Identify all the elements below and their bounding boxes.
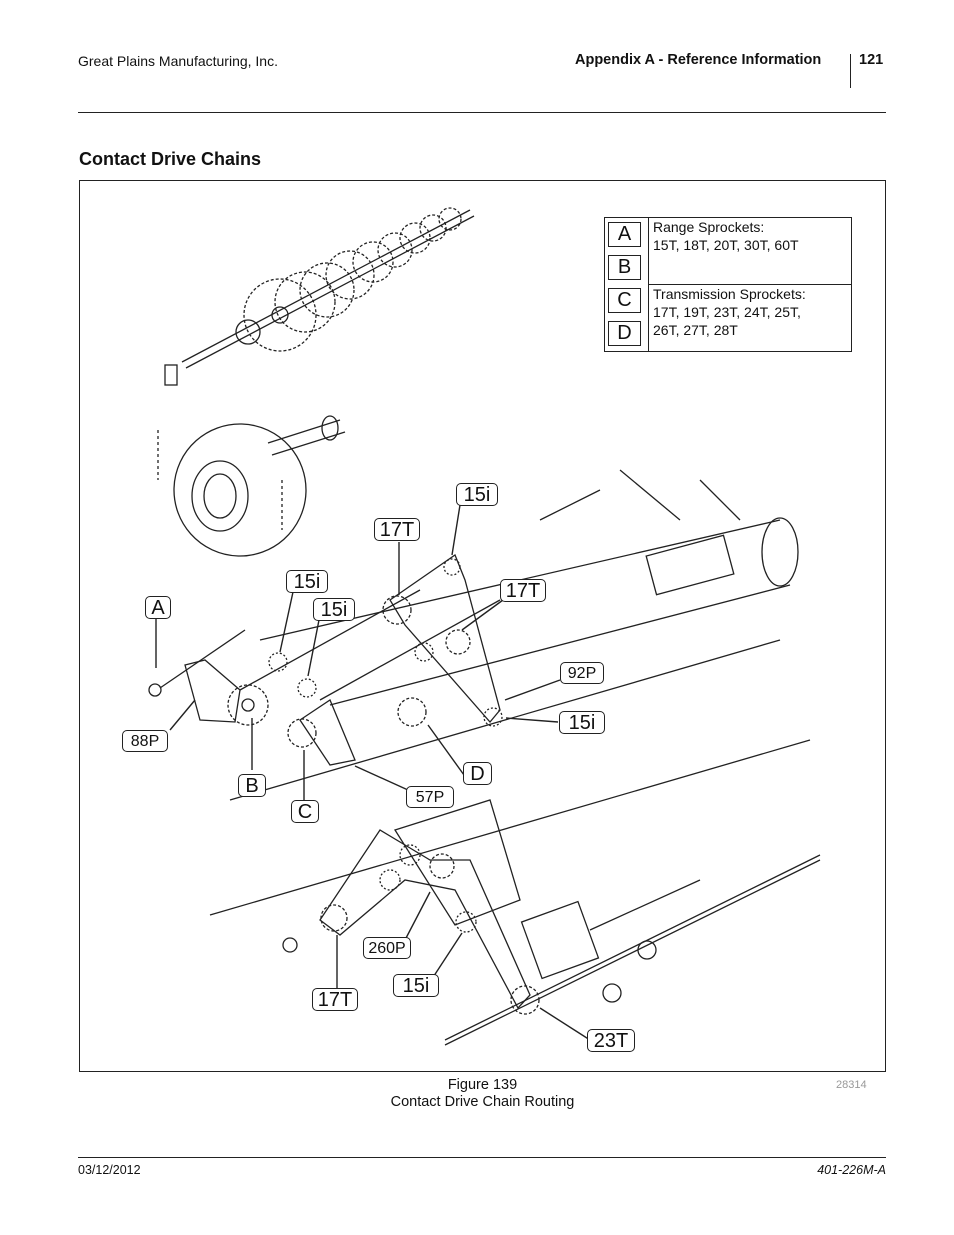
callout-sprocket-23t[interactable]: 23T (587, 1029, 635, 1052)
range-sprocket-stack (164, 207, 475, 386)
callout-idler-mid[interactable]: 15i (313, 598, 355, 621)
callout-idler-bottom[interactable]: 15i (393, 974, 439, 997)
figure-frame (79, 180, 886, 1072)
frame-tube (209, 469, 811, 916)
legend-divider (648, 284, 851, 285)
chain-routing-diagram (148, 207, 821, 1046)
sprocket-legend: A B C D Range Sprockets: 15T, 18T, 20T, … (604, 217, 852, 352)
header-divider (850, 54, 851, 88)
header-rule (78, 112, 886, 113)
range-sprockets-values: 15T, 18T, 20T, 30T, 60T (653, 237, 799, 253)
figure-caption: Figure 139 Contact Drive Chain Routing (280, 1077, 685, 1111)
figure-id: 28314 (836, 1079, 867, 1091)
callout-leaders[interactable] (155, 504, 591, 1041)
callout-d[interactable]: D (463, 762, 492, 785)
legend-key-c: C (608, 288, 641, 313)
lower-drive-assembly (282, 799, 821, 1046)
header-section: Appendix A - Reference Information (575, 52, 822, 68)
callout-idler-top[interactable]: 15i (456, 483, 498, 506)
callout-b[interactable]: B (238, 774, 266, 797)
transmission-sprockets-label: Transmission Sprockets: (653, 286, 806, 302)
figure-title: Contact Drive Chain Routing (390, 1094, 575, 1110)
callout-chain-88p[interactable]: 88P (122, 730, 168, 752)
callout-c[interactable]: C (291, 800, 319, 823)
legend-key-d: D (608, 321, 641, 346)
header-company: Great Plains Manufacturing, Inc. (78, 53, 278, 69)
transmission-sprockets-values: 26T, 27T, 28T (653, 322, 738, 338)
callout-chain-260p[interactable]: 260P (363, 937, 411, 959)
callout-idler-left[interactable]: 15i (286, 570, 328, 593)
callout-sprocket-top[interactable]: 17T (374, 518, 420, 541)
upper-drive-assembly (148, 554, 503, 766)
footer-rule (78, 1157, 886, 1158)
callout-a[interactable]: A (145, 596, 171, 619)
range-sprockets-label: Range Sprockets: (653, 219, 765, 235)
figure-number: Figure 139 (447, 1077, 518, 1093)
callout-idler-right[interactable]: 15i (559, 711, 605, 734)
footer-date: 03/12/2012 (78, 1163, 141, 1177)
legend-key-a: A (608, 222, 641, 247)
legend-key-b: B (608, 255, 641, 280)
callout-chain-92p[interactable]: 92P (560, 662, 604, 684)
callout-sprocket-bottom[interactable]: 17T (312, 988, 358, 1011)
page-number: 121 (859, 52, 884, 68)
gauge-wheel (157, 415, 346, 557)
callout-chain-57p[interactable]: 57P (406, 786, 454, 808)
footer-doc-number: 401-226M-A (817, 1163, 886, 1177)
section-title: Contact Drive Chains (79, 149, 262, 169)
callout-sprocket-right[interactable]: 17T (500, 579, 546, 602)
transmission-sprockets-values: 17T, 19T, 23T, 24T, 25T, (653, 304, 801, 320)
